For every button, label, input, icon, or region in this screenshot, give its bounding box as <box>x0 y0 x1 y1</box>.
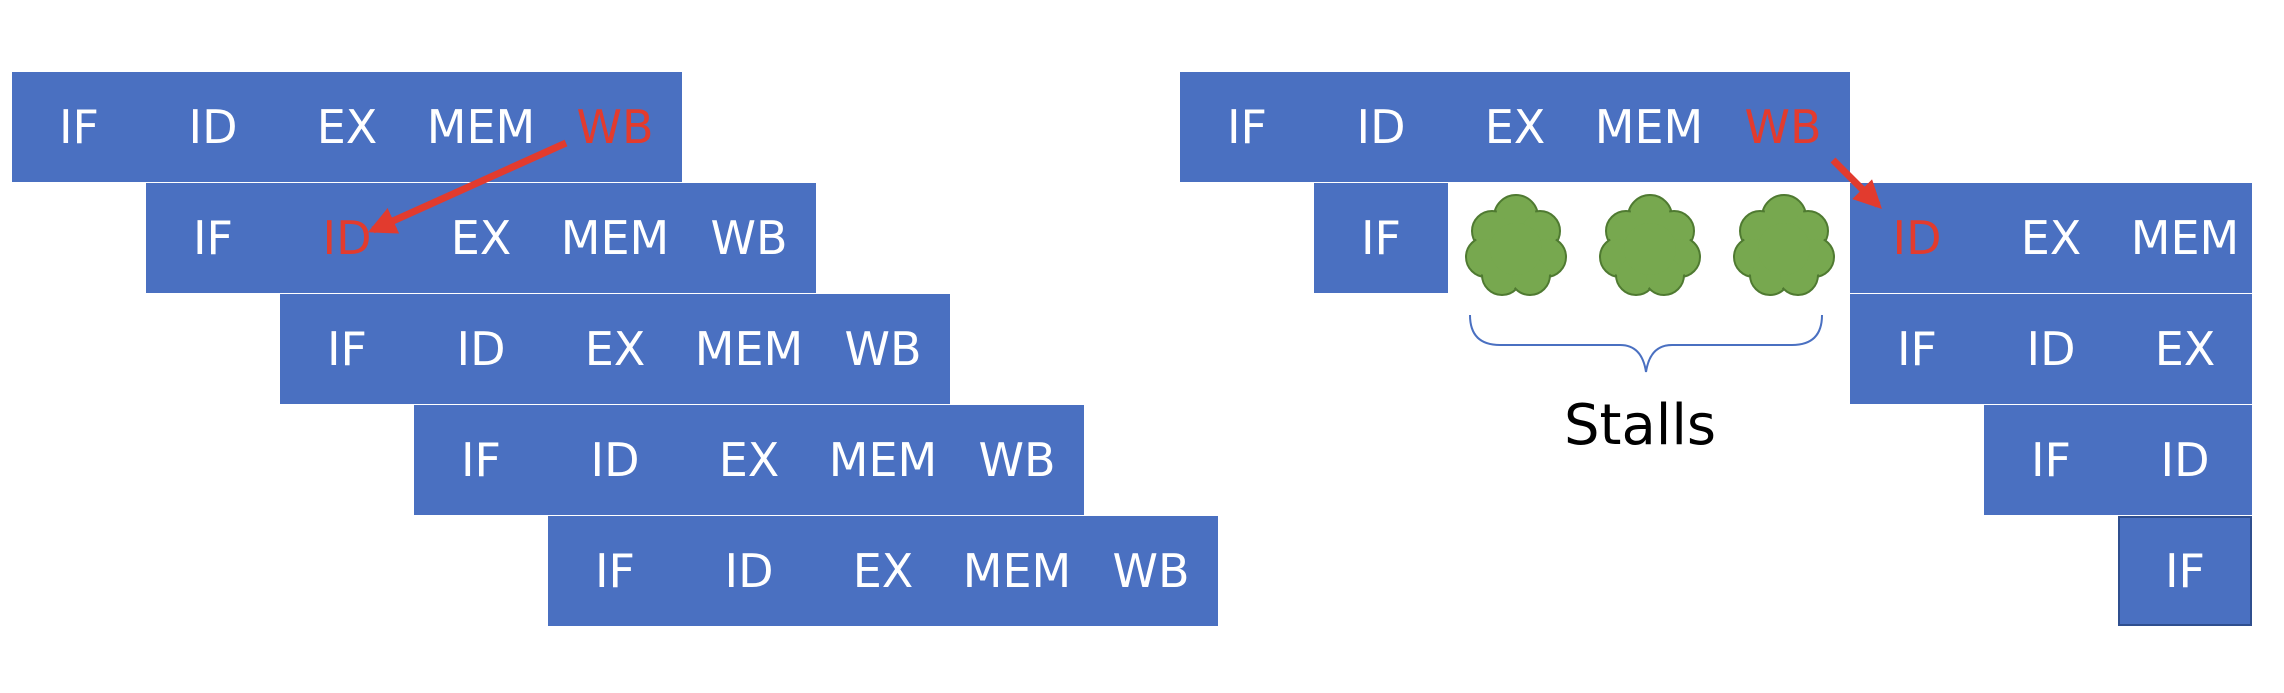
left-stage-wb-r1c4: WB <box>682 183 816 293</box>
stall-bubble-icon <box>1465 194 1567 296</box>
right-stage-mem-r1c3: MEM <box>2118 183 2252 293</box>
left-stage-ex-r0c2: EX <box>280 72 414 182</box>
left-stage-id-r4c1: ID <box>682 516 816 626</box>
left-stage-if-r3c0: IF <box>414 405 548 515</box>
right-stage-if-r4c0: IF <box>2118 516 2252 626</box>
left-stage-if-r0c0: IF <box>12 72 146 182</box>
right-stage-if-r2c0: IF <box>1850 294 1984 404</box>
left-stage-wb-r4c4: WB <box>1084 516 1218 626</box>
left-stage-wb-r2c4: WB <box>816 294 950 404</box>
left-stage-mem-r3c3: MEM <box>816 405 950 515</box>
right-stage-wb-r0c4: WB <box>1716 72 1850 182</box>
right-stage-if-r1c0: IF <box>1314 183 1448 293</box>
left-stage-wb-r3c4: WB <box>950 405 1084 515</box>
stalls-label: Stalls <box>1563 393 1717 458</box>
left-stage-wb-r0c4: WB <box>548 72 682 182</box>
left-stage-ex-r4c2: EX <box>816 516 950 626</box>
left-stage-mem-r0c3: MEM <box>414 72 548 182</box>
curly-brace-icon <box>1469 314 1823 373</box>
left-stage-ex-r2c2: EX <box>548 294 682 404</box>
right-stage-if-r3c0: IF <box>1984 405 2118 515</box>
left-stage-id-r0c1: ID <box>146 72 280 182</box>
right-stage-id-r3c1: ID <box>2118 405 2252 515</box>
left-stage-ex-r3c2: EX <box>682 405 816 515</box>
left-stage-id-r2c1: ID <box>414 294 548 404</box>
right-stage-id-r2c1: ID <box>1984 294 2118 404</box>
left-stage-if-r1c0: IF <box>146 183 280 293</box>
right-stage-id-r0c1: ID <box>1314 72 1448 182</box>
left-stage-mem-r1c3: MEM <box>548 183 682 293</box>
left-stage-if-r4c0: IF <box>548 516 682 626</box>
stall-bubble-icon <box>1733 194 1835 296</box>
stall-bubbles <box>1465 194 1835 296</box>
left-stage-mem-r2c3: MEM <box>682 294 816 404</box>
right-stage-ex-r2c2: EX <box>2118 294 2252 404</box>
left-stage-id-r3c1: ID <box>548 405 682 515</box>
right-stage-ex-r0c2: EX <box>1448 72 1582 182</box>
right-stage-if-r0c0: IF <box>1180 72 1314 182</box>
right-stage-ex-r1c2: EX <box>1984 183 2118 293</box>
right-stage-mem-r0c3: MEM <box>1582 72 1716 182</box>
left-stage-id-r1c1: ID <box>280 183 414 293</box>
left-stage-mem-r4c3: MEM <box>950 516 1084 626</box>
stall-bubble-icon <box>1599 194 1701 296</box>
right-forward-arrow-icon <box>1830 157 1882 209</box>
left-stage-if-r2c0: IF <box>280 294 414 404</box>
left-forward-arrow-icon <box>367 139 568 234</box>
